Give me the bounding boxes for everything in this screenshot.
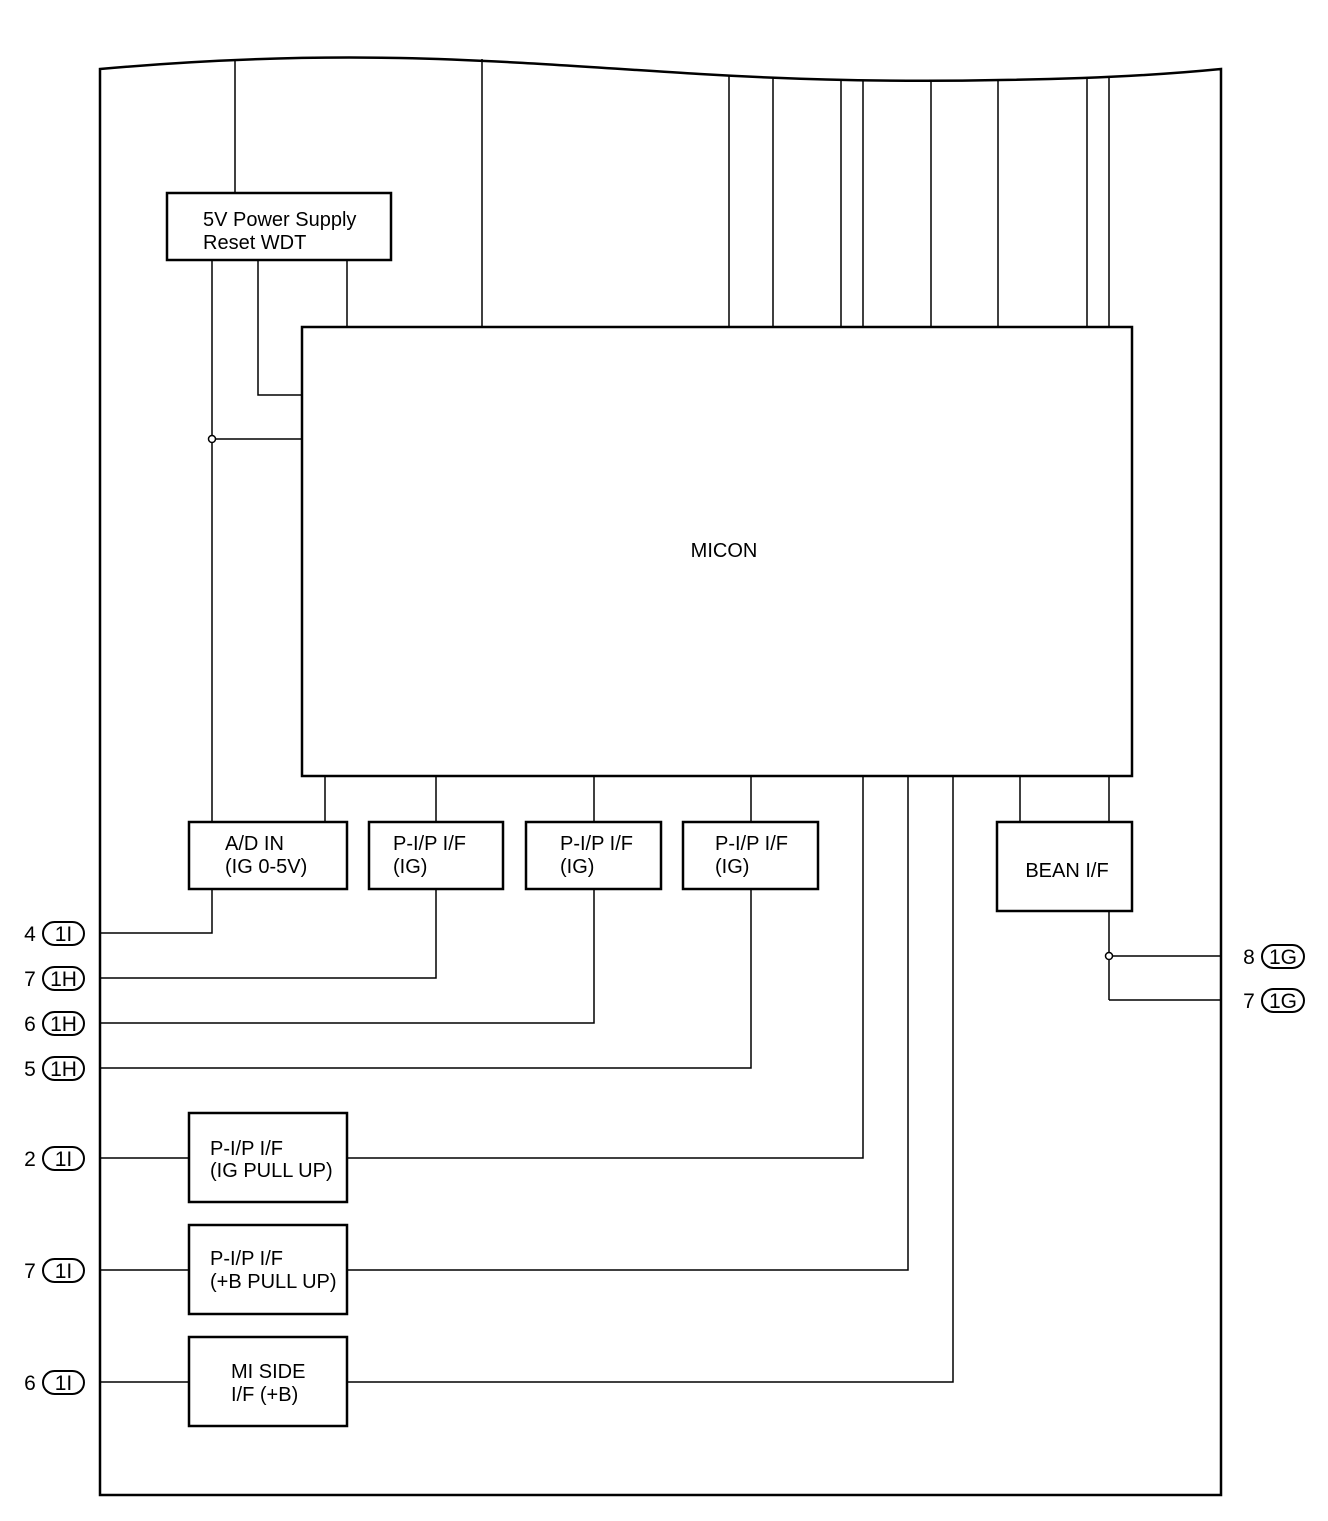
junction-dot: [1104, 951, 1114, 961]
micon-label: MICON: [691, 540, 758, 562]
connector-pin: 2: [24, 1148, 36, 1171]
pip2-label-1: P-I/P I/F: [560, 833, 633, 855]
ad-in-block: A/D IN (IG 0-5V): [187, 820, 349, 891]
pip3-label-2: (IG): [715, 856, 749, 878]
ad-in-label-2: (IG 0-5V): [225, 856, 307, 878]
pip-ig-pullup-label-2: (IG PULL UP): [210, 1160, 333, 1182]
mi-side-label-2: I/F (+B): [231, 1384, 298, 1406]
connector-code: 1I: [55, 923, 73, 946]
left-connectors: 4 1I 7 1H 6 1H 5 1H 2 1I 7 1I: [24, 921, 85, 1395]
connector-left-6: 7 1I: [24, 1258, 85, 1283]
connector-code: 1I: [55, 1372, 73, 1395]
connector-left-2: 7 1H: [24, 966, 85, 991]
right-connectors: 8 1G 7 1G: [1243, 944, 1305, 1013]
bean-if-block: BEAN I/F: [995, 820, 1134, 913]
connector-code: 1I: [55, 1260, 73, 1283]
micon-block: MICON: [300, 325, 1134, 778]
connector-pin: 7: [24, 968, 36, 991]
connector-left-4: 5 1H: [24, 1056, 85, 1081]
connector-right-2: 7 1G: [1243, 988, 1305, 1013]
connector-code: 1H: [50, 968, 77, 991]
connector-left-3: 6 1H: [24, 1011, 85, 1036]
pip-b-pullup-label-2: (+B PULL UP): [210, 1271, 337, 1293]
pip-b-pullup-label-1: P-I/P I/F: [210, 1248, 283, 1270]
pip1-label-1: P-I/P I/F: [393, 833, 466, 855]
mi-side-block: MI SIDE I/F (+B): [187, 1335, 349, 1428]
connector-left-5: 2 1I: [24, 1146, 85, 1171]
connector-pin: 7: [24, 1260, 36, 1283]
connector-code: 1G: [1269, 990, 1297, 1013]
pip-b-pullup-block: P-I/P I/F (+B PULL UP): [187, 1223, 349, 1316]
pip1-label-2: (IG): [393, 856, 427, 878]
power-wires: [207, 261, 348, 822]
connector-right-1: 8 1G: [1243, 944, 1305, 969]
power-label-2: Reset WDT: [203, 232, 306, 254]
pip-ig-pullup-label-1: P-I/P I/F: [210, 1138, 283, 1160]
ad-in-label-1: A/D IN: [225, 833, 284, 855]
connector-code: 1I: [55, 1148, 73, 1171]
connector-code: 1G: [1269, 946, 1297, 969]
connector-left-1: 4 1I: [24, 921, 85, 946]
pip2-label-2: (IG): [560, 856, 594, 878]
bean-label: BEAN I/F: [1025, 860, 1108, 882]
connector-pin: 5: [24, 1058, 36, 1081]
pip-ig-pullup-block: P-I/P I/F (IG PULL UP): [187, 1111, 349, 1204]
connector-pin: 4: [24, 923, 36, 946]
connector-left-7: 6 1I: [24, 1370, 85, 1395]
connector-pin: 6: [24, 1372, 36, 1395]
pip-ig-block-3: P-I/P I/F (IG): [681, 820, 820, 891]
connector-pin: 6: [24, 1013, 36, 1036]
power-label-1: 5V Power Supply: [203, 209, 356, 231]
pip3-label-1: P-I/P I/F: [715, 833, 788, 855]
top-wires: [234, 59, 1110, 327]
right-connector-wires: [1104, 911, 1221, 1001]
junction-dot: [207, 434, 217, 444]
connector-pin: 8: [1243, 946, 1255, 969]
connector-pin: 7: [1243, 990, 1255, 1013]
power-supply-block: 5V Power Supply Reset WDT: [165, 191, 393, 262]
micon-bottom-wires: [324, 776, 1110, 1383]
pip-ig-block-1: P-I/P I/F (IG): [367, 820, 505, 891]
connector-code: 1H: [50, 1013, 77, 1036]
outer-frame: [98, 56, 1223, 1497]
pip-ig-block-2: P-I/P I/F (IG): [524, 820, 663, 891]
connector-code: 1H: [50, 1058, 77, 1081]
left-connector-wires: [100, 889, 752, 1383]
mi-side-label-1: MI SIDE: [231, 1361, 305, 1383]
